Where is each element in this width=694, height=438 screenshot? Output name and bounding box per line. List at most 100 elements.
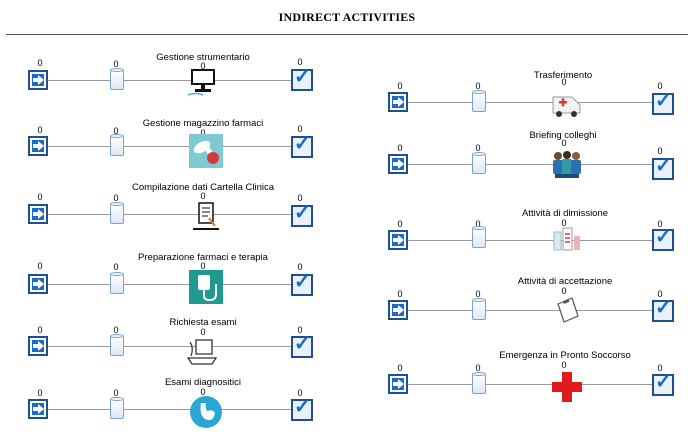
end-node[interactable]: ✓	[652, 371, 674, 396]
queue-node[interactable]	[110, 202, 124, 224]
arrow-right-icon	[32, 208, 44, 220]
end-count: 0	[297, 193, 303, 203]
queue-count: 0	[113, 59, 119, 69]
check-icon: ✓	[655, 155, 672, 177]
start-node[interactable]	[388, 230, 408, 250]
start-node[interactable]	[388, 374, 408, 394]
ambulance-icon[interactable]	[550, 87, 584, 121]
queue-count: 0	[113, 325, 119, 335]
start-count: 0	[37, 388, 43, 398]
end-node[interactable]: ✓	[652, 91, 674, 115]
medical-team-icon[interactable]	[550, 148, 584, 182]
check-icon: ✓	[294, 202, 311, 224]
end-count: 0	[657, 363, 663, 373]
activity-label: Briefing colleghi	[529, 130, 597, 141]
end-count: 0	[657, 81, 663, 91]
start-count: 0	[397, 143, 403, 153]
start-node[interactable]	[28, 204, 48, 224]
start-count: 0	[397, 219, 403, 229]
arrow-right-icon	[392, 378, 404, 390]
start-count: 0	[397, 81, 403, 91]
activity-label: Emergenza in Pronto Soccorso	[499, 350, 631, 361]
title-divider	[6, 34, 688, 35]
end-node[interactable]: ✓	[291, 396, 313, 421]
queue-node[interactable]	[472, 298, 486, 320]
start-node[interactable]	[28, 336, 48, 356]
stomach-icon[interactable]	[189, 395, 223, 429]
start-node[interactable]	[388, 154, 408, 174]
connector-line	[46, 346, 306, 347]
end-node[interactable]: ✓	[652, 155, 674, 180]
end-count: 0	[297, 262, 303, 272]
start-node[interactable]	[28, 70, 48, 90]
start-count: 0	[37, 261, 43, 271]
activity-count: 0	[561, 218, 567, 228]
queue-count: 0	[475, 363, 481, 373]
flow-compilazione-cartella-clinica: 0 0 Compilazione dati Cartella Clinica 0…	[0, 182, 340, 234]
activity-label: Richiesta esami	[169, 317, 237, 328]
workstation-icon[interactable]	[186, 334, 220, 368]
start-node[interactable]	[28, 136, 48, 156]
end-node[interactable]: ✓	[291, 134, 313, 158]
end-node[interactable]: ✓	[652, 226, 674, 251]
arrow-right-icon	[392, 234, 404, 246]
connector-line	[406, 240, 668, 241]
check-icon: ✓	[655, 226, 672, 248]
queue-node[interactable]	[472, 372, 486, 394]
clipboard-writing-icon[interactable]	[189, 200, 223, 234]
check-icon: ✓	[294, 396, 311, 418]
flow-emergenza-pronto-soccorso: 0 0 Emergenza in Pronto Soccorso 0 0 ✓	[360, 350, 694, 404]
queue-node[interactable]	[110, 334, 124, 356]
queue-node[interactable]	[110, 68, 124, 90]
end-count: 0	[297, 325, 303, 335]
start-count: 0	[37, 325, 43, 335]
queue-node[interactable]	[472, 90, 486, 112]
queue-node[interactable]	[110, 397, 124, 419]
arrow-right-icon	[392, 304, 404, 316]
check-icon: ✓	[655, 371, 672, 393]
flow-attivita-di-accettazione: 0 0 Attività di accettazione 0 0 ✓	[360, 276, 694, 328]
flow-preparazione-farmaci-terapia: 0 0 Preparazione farmaci e terapia 0 0 ✓	[0, 252, 340, 304]
pills-icon[interactable]	[189, 134, 223, 168]
end-node[interactable]: ✓	[291, 67, 313, 91]
queue-node[interactable]	[472, 226, 486, 248]
red-cross-icon[interactable]	[550, 370, 584, 404]
end-node[interactable]: ✓	[652, 298, 674, 322]
activity-count: 0	[561, 138, 567, 148]
start-node[interactable]	[28, 274, 48, 294]
queue-node[interactable]	[110, 272, 124, 294]
activity-label: Esami diagnositici	[164, 377, 242, 388]
start-node[interactable]	[388, 300, 408, 320]
end-node[interactable]: ✓	[291, 272, 313, 296]
computer-icon[interactable]	[186, 65, 220, 99]
activity-label: Gestione strumentario	[156, 52, 250, 63]
queue-count: 0	[475, 143, 481, 153]
activity-label: Trasferimento	[533, 70, 593, 81]
queue-count: 0	[113, 193, 119, 203]
flow-trasferimento: 0 0 Trasferimento 0 0 ✓	[360, 70, 694, 121]
flow-richiesta-esami: 0 0 Richiesta esami 0 0 ✓	[0, 317, 340, 365]
arrow-right-icon	[32, 278, 44, 290]
queue-node[interactable]	[110, 134, 124, 156]
page-title: INDIRECT ACTIVITIES	[278, 10, 416, 24]
end-count: 0	[297, 57, 303, 67]
connector-line	[46, 409, 306, 410]
end-node[interactable]: ✓	[291, 202, 313, 227]
clipboard-icon[interactable]	[550, 294, 584, 328]
arrow-right-icon	[32, 340, 44, 352]
activity-label: Gestione magazzino farmaci	[142, 118, 264, 129]
queue-node[interactable]	[472, 152, 486, 174]
activity-label: Preparazione farmaci e terapia	[138, 252, 268, 263]
arrow-right-icon	[392, 158, 404, 170]
discharge-icon[interactable]	[550, 224, 584, 258]
activity-count: 0	[200, 261, 206, 271]
iv-bag-icon[interactable]	[189, 270, 223, 304]
start-count: 0	[397, 363, 403, 373]
start-node[interactable]	[388, 92, 408, 112]
end-count: 0	[297, 124, 303, 134]
activity-count: 0	[561, 77, 567, 87]
queue-count: 0	[475, 219, 481, 229]
start-node[interactable]	[28, 399, 48, 419]
end-node[interactable]: ✓	[291, 334, 313, 358]
flow-attivita-di-dimissione: 0 0 Attività di dimissione 0 0 ✓	[360, 208, 694, 258]
